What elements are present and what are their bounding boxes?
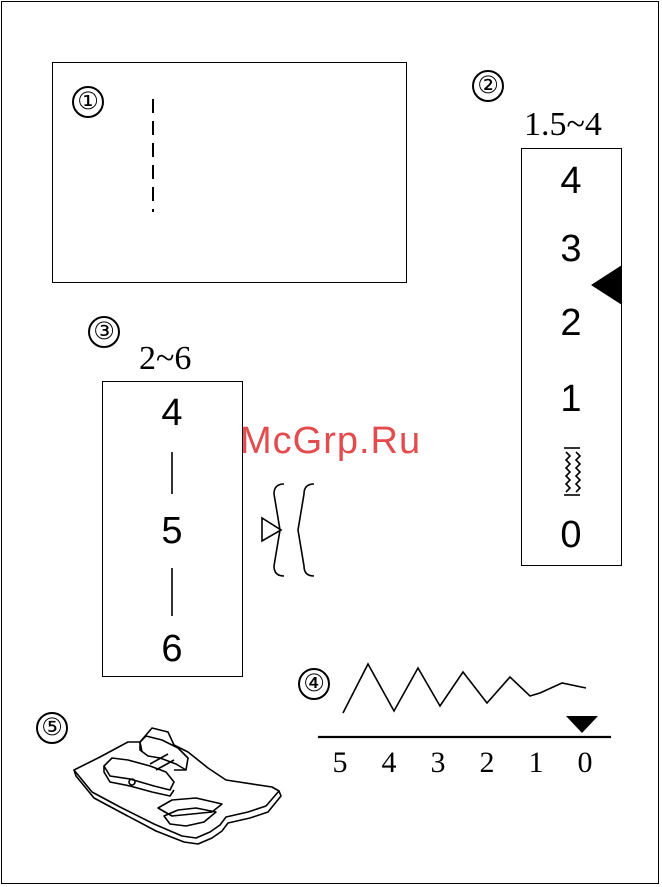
scale-pointer-icon bbox=[566, 716, 598, 733]
left-bracket-icon bbox=[274, 484, 284, 576]
right-bracket-icon bbox=[298, 484, 314, 576]
presser-foot-icon bbox=[74, 728, 281, 844]
watermark: McGrp.Ru bbox=[240, 420, 421, 463]
dial-pointer-icon bbox=[591, 265, 622, 305]
buttonhole-icon bbox=[564, 448, 580, 495]
zigzag-stitch-line bbox=[343, 664, 586, 713]
